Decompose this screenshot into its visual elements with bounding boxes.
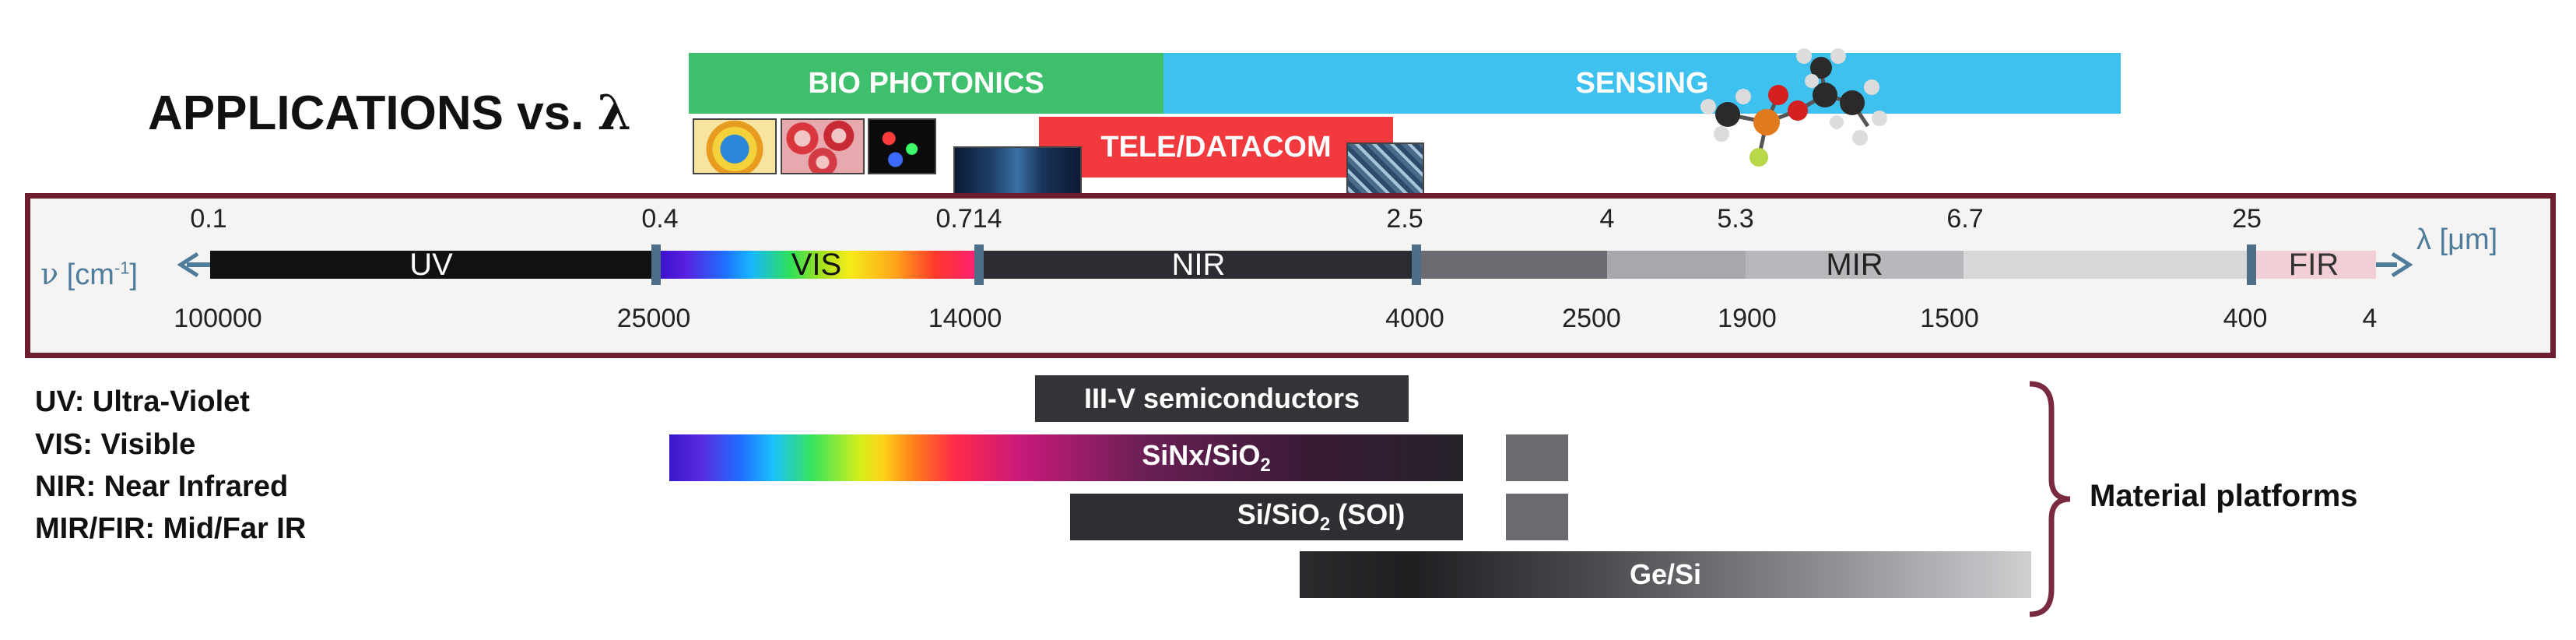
band-vis: VIS bbox=[652, 248, 981, 282]
axis-tick bbox=[651, 244, 661, 285]
wavelength-label: 2.5 bbox=[1386, 204, 1423, 234]
fluorescence-thumbnail bbox=[868, 118, 936, 174]
tele-datacom-label: TELE/DATACOM bbox=[1100, 130, 1332, 164]
nu-arrow-icon bbox=[177, 251, 199, 278]
material-iii-v: III-V semiconductors bbox=[1035, 375, 1409, 422]
tele-datacom-bar: TELE/DATACOM bbox=[1039, 117, 1393, 178]
wavenumber-label: 1500 bbox=[1920, 304, 1979, 333]
wavenumber-label: 2500 bbox=[1562, 304, 1621, 333]
wavenumber-label: 14000 bbox=[928, 304, 1002, 333]
wavenumber-axis-label: ν [cm-1] bbox=[40, 257, 139, 291]
legend-vis: VIS: Visible bbox=[35, 428, 196, 461]
wavelength-label: 0.1 bbox=[190, 204, 227, 234]
band-uv: UV bbox=[210, 248, 652, 282]
bio-photonics-label: BIO PHOTONICS bbox=[808, 66, 1044, 100]
bio-photonics-bar: BIO PHOTONICS bbox=[689, 53, 1163, 114]
wavelength-axis-label: λ [μm] bbox=[2416, 223, 2498, 256]
wavelength-label: 4 bbox=[1599, 204, 1615, 234]
legend-nir: NIR: Near Infrared bbox=[35, 470, 289, 503]
datacenter-thumbnail bbox=[953, 146, 1082, 197]
axis-tick bbox=[2247, 244, 2256, 285]
bracket-icon bbox=[2029, 381, 2071, 617]
axis-tick bbox=[974, 244, 984, 285]
band-mir-segment bbox=[1607, 251, 1746, 279]
legend-mir-fir: MIR/FIR: Mid/Far IR bbox=[35, 512, 307, 545]
sensing-label: SENSING bbox=[1575, 66, 1709, 100]
page-title: APPLICATIONS vs. λ bbox=[148, 84, 632, 141]
wavenumber-label: 400 bbox=[2223, 304, 2268, 333]
material-ge-si: Ge/Si bbox=[1300, 551, 2031, 598]
axis-tick bbox=[1412, 244, 1421, 285]
band-mir-segment bbox=[1416, 251, 1607, 279]
wavelength-label: 6.7 bbox=[1946, 204, 1984, 234]
material-soi: Si/SiO2 (SOI) bbox=[1070, 494, 1463, 540]
material-soi-extension bbox=[1506, 494, 1568, 540]
wavelength-label: 25 bbox=[2232, 204, 2262, 234]
band-mir: MIR bbox=[1746, 248, 1964, 282]
band-nir: NIR bbox=[981, 248, 1416, 282]
wavenumber-label: 4000 bbox=[1385, 304, 1444, 333]
lambda-arrow-icon bbox=[2391, 251, 2413, 278]
material-sinx: SiNx/SiO2 bbox=[669, 434, 1463, 481]
wavenumber-label: 25000 bbox=[616, 304, 691, 333]
wavelength-label: 0.714 bbox=[935, 204, 1002, 234]
wavelength-label: 0.4 bbox=[641, 204, 679, 234]
wavenumber-label: 4 bbox=[2362, 304, 2378, 333]
band-fir: FIR bbox=[2251, 248, 2376, 282]
material-platforms-label: Material platforms bbox=[2090, 479, 2358, 513]
material-sinx-extension bbox=[1506, 434, 1568, 481]
legend-uv: UV: Ultra-Violet bbox=[35, 385, 250, 418]
wavenumber-label: 100000 bbox=[174, 304, 262, 333]
red-blood-cells-thumbnail bbox=[781, 118, 865, 174]
photonic-chip-thumbnail bbox=[1346, 142, 1424, 199]
wavelength-label: 5.3 bbox=[1717, 204, 1754, 234]
sensing-bar: SENSING bbox=[1163, 53, 2121, 114]
wavenumber-label: 1900 bbox=[1718, 304, 1777, 333]
molecule-icon bbox=[1700, 48, 1887, 167]
band-mir-segment bbox=[1964, 251, 2251, 279]
biosensor-thumbnail bbox=[693, 118, 777, 174]
